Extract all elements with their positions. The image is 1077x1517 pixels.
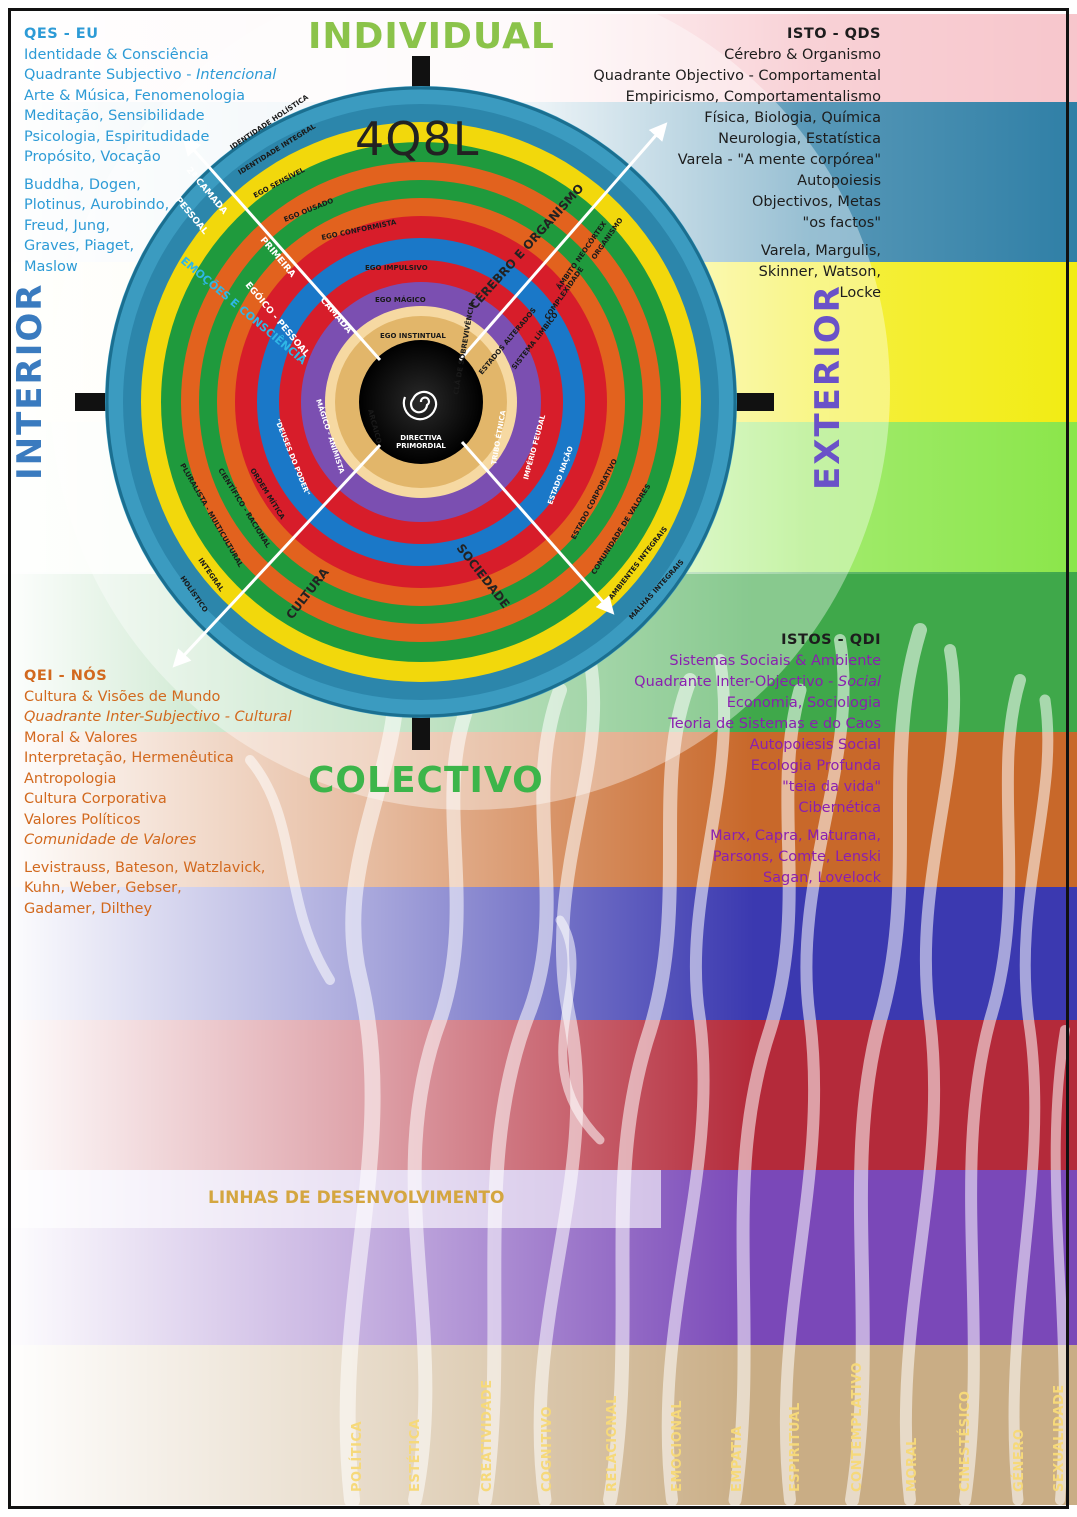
qdi-line: Cibernética [798,800,881,816]
line-label-emocional: EMOCIONAL [670,1399,685,1492]
qes-name: Plotinus, Aurobindo, [24,197,170,213]
qds-block: ISTO - QDS Cérebro & Organismo Quadrante… [593,24,881,304]
qdi-line: Quadrante Inter-Objectivo - Social [634,674,881,690]
qei-line: Valores Políticos [24,811,141,828]
qds-header: ISTO - QDS [787,26,881,42]
line-label-espiritual: ESPIRITUAL [788,1402,803,1492]
qds-line: Neurologia, Estatística [718,131,881,147]
qds-line: Varela - "A mente corpórea" [677,152,881,168]
tick-bottom [412,712,430,750]
qdi-line: Autopoiesis Social [749,737,881,753]
qds-name: Locke [839,285,881,301]
qei-name: Gadamer, Dilthey [24,900,153,917]
qei-line: Cultura & Visões de Mundo [24,688,221,705]
qei-line: Moral & Valores [24,729,138,746]
qei-block: QEI - NÓS Cultura & Visões de Mundo Quad… [24,666,292,919]
wheel-center-label: DIRECTIVA [400,434,442,442]
line-label-estetica: ESTÉTICA [408,1418,423,1492]
spiral-icon [402,390,438,421]
qdi-italic: Social [838,674,881,690]
line-label-politica: POLÍTICA [350,1420,365,1492]
qes-italic: Intencional [196,67,277,83]
qes-line: Arte & Música, Fenomenologia [24,87,246,104]
wheel-label-ego-magico: EGO MÁGICO [375,295,426,304]
line-label-cinestesico: CINESTÉSICO [958,1390,973,1492]
qdi-line: Teoria de Sistemas e do Caos [668,716,881,732]
qdi-line: Ecologia Profunda [750,758,881,774]
title-interior: INTERIOR [10,282,50,480]
qei-name: Kuhn, Weber, Gebser, [24,880,182,896]
title-exterior: EXTERIOR [808,284,848,490]
qes-name: Buddha, Dogen, [24,176,141,193]
qds-line: "os factos" [802,215,881,231]
qes-block: QES - EU Identidade & Consciência Quadra… [24,24,276,277]
qdi-name: Marx, Capra, Maturana, [710,828,881,844]
qes-header: QES - EU [24,26,99,42]
quadrant-arrows [172,122,668,668]
qds-name: Varela, Margulis, [760,243,881,259]
line-label-relacional: RELACIONAL [605,1395,620,1492]
qds-line: Quadrante Objectivo - Comportamental [593,68,881,84]
qes-name: Freud, Jung, [24,217,110,234]
qdi-name: Parsons, Comte, Lenski [712,849,881,865]
title-colectivo: COLECTIVO [308,760,544,801]
line-label-cognitivo: COGNITIVO [540,1405,555,1492]
tick-top [412,56,430,96]
wheel-label-ego-impulsivo: EGO IMPULSIVO [365,264,428,272]
line-label-genero: GÉNERO [1012,1428,1027,1492]
linhas-title-bar [0,1170,661,1228]
line-label-contemplativo: CONTEMPLATIVO [850,1361,865,1492]
qei-line: Interpretação, Hermenêutica [24,750,234,766]
tick-right [734,393,774,411]
tick-left [75,393,115,411]
qds-name: Skinner, Watson, [758,264,881,280]
linhas-title: LINHAS DE DESENVOLVIMENTO [208,1188,505,1208]
qei-line: Comunidade de Valores [24,832,197,848]
qds-line: Empiricismo, Comportamentalismo [625,89,881,105]
qdi-line: "teia da vida" [782,779,881,795]
line-label-empatia: EMPATIA [730,1425,745,1492]
qdi-line: Economia, Sociologia [726,695,881,711]
qei-line: Cultura Corporativa [24,791,167,807]
qds-line: Física, Biologia, Química [704,110,881,126]
qdi-header: ISTOS - QDI [781,632,881,648]
wheel-center-label-2: PRIMORDIAL [396,442,446,450]
qei-line: Quadrante Inter-Subjectivo - Cultural [24,709,292,725]
qes-line: Identidade & Consciência [24,46,209,63]
qes-name: Graves, Piaget, [24,238,135,254]
qes-line: Meditação, Sensibilidade [24,108,205,124]
qds-line: Autopoiesis [797,173,881,189]
qes-line: Psicologia, Espiritudidade [24,128,210,145]
line-label-creatividade: CREATIVIDADE [480,1379,495,1492]
qes-line: Propósito, Vocação [24,149,161,165]
title-model: 4Q8L [355,112,480,166]
title-individual: INDIVIDUAL [308,16,555,57]
wheel-label-ego-instintual: EGO INSTINTUAL [380,332,446,340]
qei-name: Levistrauss, Bateson, Watzlavick, [24,859,266,876]
line-label-sexualidade: SEXUALIDADE [1052,1384,1067,1492]
qds-line: Objectivos, Metas [751,194,881,210]
qdi-line: Sistemas Sociais & Ambiente [669,653,881,669]
qes-name: Maslow [24,258,78,275]
qdi-block: ISTOS - QDI Sistemas Sociais & Ambiente … [634,630,881,889]
qei-line: Antropologia [24,770,117,787]
qei-header: QEI - NÓS [24,668,108,684]
qes-line: Quadrante Subjectivo - Intencional [24,67,277,83]
qds-line: Cérebro & Organismo [724,47,881,63]
qdi-name: Sagan, Lovelock [762,870,881,886]
line-label-moral: MORAL [905,1437,920,1492]
